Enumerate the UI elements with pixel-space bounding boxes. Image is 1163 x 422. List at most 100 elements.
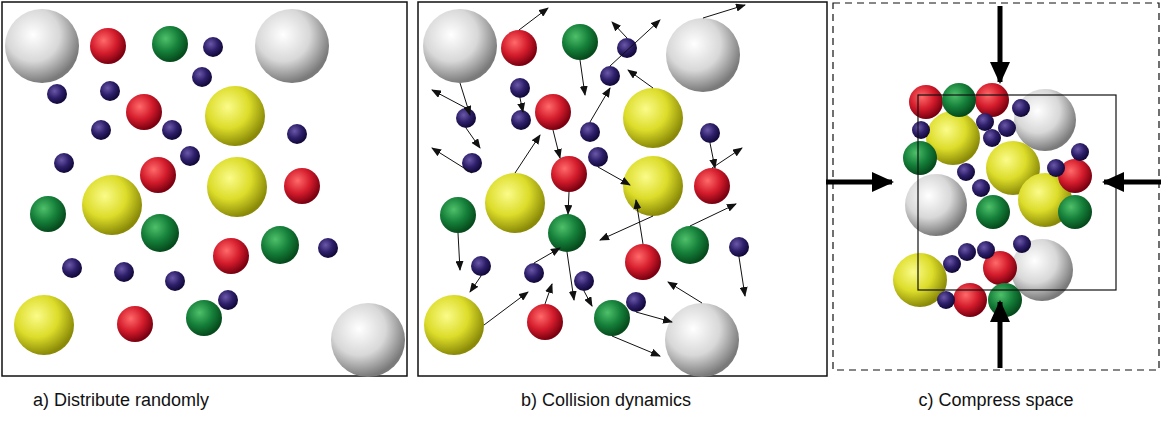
yellow-sphere	[205, 86, 265, 146]
grey-sphere	[331, 303, 405, 377]
grey-sphere	[1014, 89, 1076, 151]
purple-sphere	[162, 120, 182, 140]
red-sphere	[213, 238, 249, 274]
purple-sphere	[511, 110, 531, 130]
velocity-arrow	[553, 130, 560, 158]
purple-sphere	[180, 146, 200, 166]
purple-sphere	[100, 81, 120, 101]
velocity-arrow	[484, 292, 528, 325]
green-sphere	[988, 283, 1022, 317]
purple-sphere	[972, 179, 990, 197]
panel-caption: c) Compress space	[918, 390, 1073, 412]
panel-b-spheres	[423, 9, 749, 377]
green-sphere	[548, 214, 586, 252]
panel-caption: a) Distribute randomly	[33, 390, 209, 412]
purple-sphere	[580, 122, 600, 142]
purple-sphere	[456, 108, 476, 128]
red-sphere	[953, 283, 987, 317]
velocity-arrow	[628, 70, 653, 88]
panel-caption: b) Collision dynamics	[521, 390, 691, 412]
green-sphere	[152, 26, 188, 62]
purple-sphere	[114, 262, 134, 282]
velocity-arrow	[636, 312, 672, 322]
velocity-arrow	[470, 276, 481, 292]
green-sphere	[942, 83, 976, 117]
panel-c-spheres	[893, 83, 1092, 317]
purple-sphere	[937, 291, 955, 309]
velocity-arrow	[458, 233, 460, 270]
green-sphere	[903, 141, 937, 175]
velocity-arrow	[636, 200, 643, 244]
purple-sphere	[983, 129, 1001, 147]
velocity-arrow	[712, 148, 742, 168]
compression-arrow	[826, 180, 892, 185]
purple-sphere	[957, 163, 975, 181]
purple-sphere	[287, 124, 307, 144]
yellow-sphere	[82, 175, 142, 235]
velocity-arrow	[519, 8, 548, 30]
panel-frame	[418, 2, 827, 376]
panel-frame	[2, 2, 407, 376]
grey-sphere	[255, 9, 329, 83]
purple-sphere	[510, 78, 530, 98]
green-sphere	[671, 226, 709, 264]
red-sphere	[975, 83, 1009, 117]
green-sphere	[261, 226, 299, 264]
velocity-arrow	[568, 192, 569, 214]
purple-sphere	[1013, 235, 1031, 253]
grey-sphere	[5, 9, 79, 83]
compression-arrow	[998, 6, 1003, 82]
red-sphere	[694, 168, 730, 204]
velocity-arrow	[710, 143, 715, 168]
yellow-sphere	[623, 156, 683, 216]
velocity-arrow	[460, 83, 470, 115]
green-sphere	[440, 197, 476, 233]
velocity-arrow	[612, 22, 627, 38]
yellow-sphere	[485, 173, 545, 233]
purple-sphere	[203, 37, 223, 57]
purple-sphere	[574, 271, 594, 291]
velocity-arrow	[432, 90, 466, 108]
purple-sphere	[588, 147, 608, 167]
purple-sphere	[958, 243, 976, 261]
velocity-arrow	[520, 98, 523, 112]
yellow-sphere	[207, 157, 267, 217]
red-sphere	[284, 168, 320, 204]
velocity-arrow	[598, 167, 630, 185]
green-sphere	[186, 300, 222, 336]
velocity-arrow	[612, 336, 660, 356]
purple-sphere	[998, 119, 1016, 137]
green-sphere	[562, 24, 598, 60]
purple-sphere	[976, 113, 994, 131]
grey-sphere	[665, 303, 739, 377]
velocity-arrow	[545, 284, 552, 304]
velocity-arrow	[739, 257, 745, 296]
grey-sphere	[905, 174, 967, 236]
purple-sphere	[912, 121, 930, 139]
velocity-arrow	[534, 248, 560, 263]
velocity-arrow	[668, 282, 702, 303]
velocity-arrow	[600, 216, 653, 240]
original-space-frame	[833, 3, 1159, 370]
velocity-arrow	[515, 135, 540, 173]
red-sphere	[551, 156, 587, 192]
green-sphere	[141, 214, 179, 252]
velocity-arrow	[432, 148, 472, 173]
velocity-arrow	[584, 291, 592, 306]
purple-sphere	[729, 237, 749, 257]
purple-sphere	[617, 38, 637, 58]
red-sphere	[501, 30, 537, 66]
grey-sphere	[423, 9, 497, 83]
compression-arrow	[1104, 180, 1161, 185]
panel-a-spheres	[5, 9, 405, 377]
purple-sphere	[1047, 159, 1065, 177]
red-sphere	[140, 157, 176, 193]
green-sphere	[976, 195, 1010, 229]
grey-sphere	[666, 18, 740, 92]
velocity-arrows	[432, 5, 745, 356]
green-sphere	[30, 196, 66, 232]
purple-sphere	[1012, 99, 1030, 117]
purple-sphere	[165, 271, 185, 291]
purple-sphere	[1071, 143, 1089, 161]
green-sphere	[1058, 195, 1092, 229]
